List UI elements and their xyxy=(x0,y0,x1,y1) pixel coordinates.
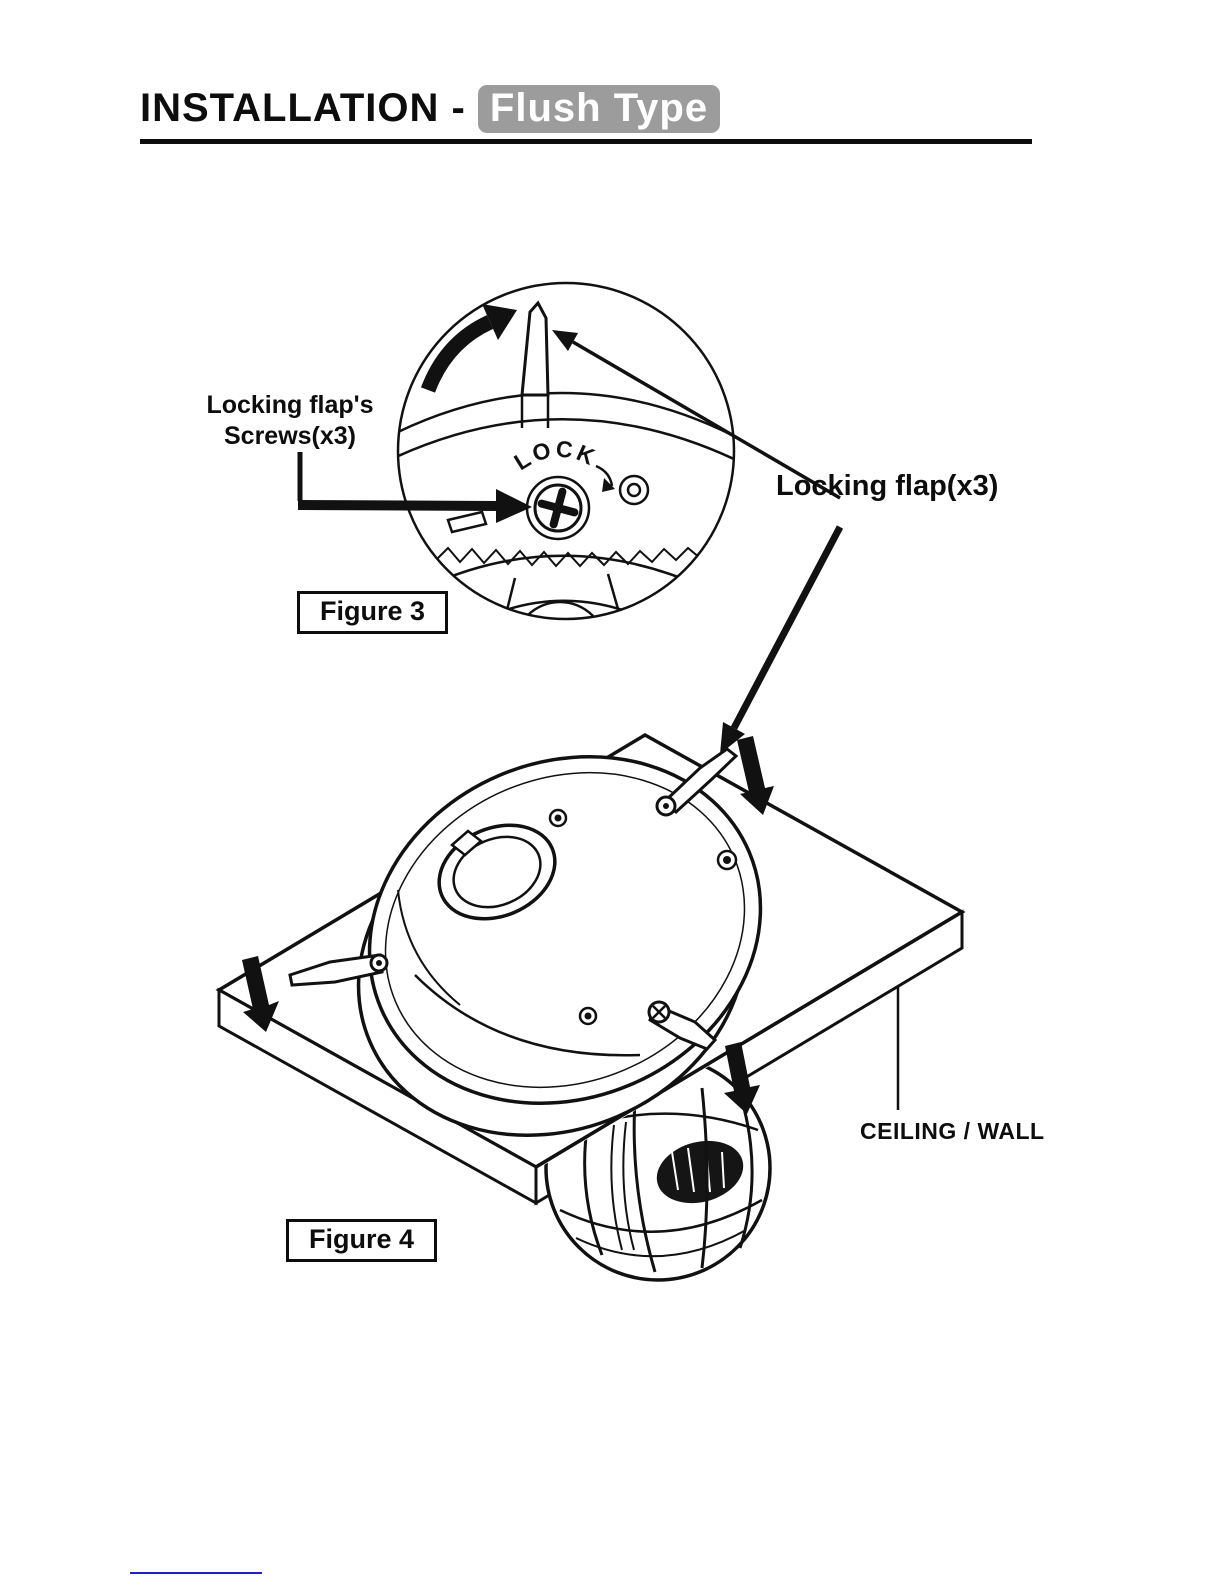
rotate-arrow-shaft xyxy=(420,315,494,393)
hub-circle xyxy=(512,600,608,619)
press-arrow-bottom xyxy=(724,1042,760,1114)
title-highlight: Flush Type xyxy=(477,85,721,133)
flap-pointer-arrowhead xyxy=(552,330,578,351)
panel-front-edge xyxy=(535,910,963,1169)
figure4-caption: Figure 4 xyxy=(286,1219,438,1262)
ceiling-wall-label: CEILING / WALL xyxy=(860,1118,1045,1144)
rim-arc-inner xyxy=(398,418,734,462)
ratchet-teeth xyxy=(435,546,701,568)
flap-pointer-line xyxy=(572,340,841,500)
screws-pointer-arrowhead xyxy=(496,489,532,523)
press-arrow-left xyxy=(242,956,279,1032)
screws-pointer-shaft xyxy=(297,500,499,511)
press-arrow-top xyxy=(737,736,774,815)
flap-screw-bottom-cross xyxy=(652,1005,666,1019)
lock-direction-arrow xyxy=(595,464,614,487)
flap-to-figure4-shaft xyxy=(730,525,844,730)
flap-to-figure4-pointer xyxy=(720,525,844,754)
lock-direction-arrowhead xyxy=(602,478,615,492)
title-prefix: INSTALLATION - xyxy=(140,86,478,130)
plate-screw-holes xyxy=(548,808,738,1026)
hub-arc-1 xyxy=(429,554,706,590)
screws-label-line2: Screws(x3) xyxy=(223,421,357,450)
locking-flap-top xyxy=(660,747,739,814)
collar-knurl-lines xyxy=(671,1147,725,1193)
pilot-hole-outer xyxy=(618,474,650,506)
camera-body xyxy=(288,747,763,1138)
locking-flap-blade xyxy=(520,300,550,397)
title-underline xyxy=(140,139,1032,144)
rim-arc-outer xyxy=(398,391,734,438)
dome-slot-lines xyxy=(610,1121,635,1251)
screws-label: Locking flap's Screws(x3) xyxy=(172,390,408,451)
pilot-hole-inner xyxy=(626,482,642,498)
flap-to-figure4-arrowhead xyxy=(720,722,745,754)
figure4-isometric-view xyxy=(215,732,966,1282)
page-title: INSTALLATION - Flush Type xyxy=(140,85,721,133)
figure3-detail-view: LOCK xyxy=(297,281,841,621)
figure3-caption: Figure 3 xyxy=(297,591,449,634)
screws-label-line1: Locking flap's xyxy=(206,391,374,419)
flap-screw-left-dot xyxy=(376,960,382,966)
plate-grooves xyxy=(397,889,641,1057)
flap-screw-top-dot xyxy=(663,803,669,809)
conduit-notch xyxy=(450,829,483,857)
rotate-arrow-head xyxy=(482,304,517,340)
side-tab xyxy=(446,510,488,534)
phillips-cross xyxy=(537,487,579,529)
footer-link-line xyxy=(130,1572,262,1574)
conduit-hole-inner xyxy=(452,835,542,909)
detail-circle xyxy=(396,281,736,621)
dome-bands xyxy=(559,1198,763,1258)
flap-mount-lines xyxy=(520,396,550,428)
locking-flap-label: Locking flap(x3) xyxy=(776,470,999,502)
